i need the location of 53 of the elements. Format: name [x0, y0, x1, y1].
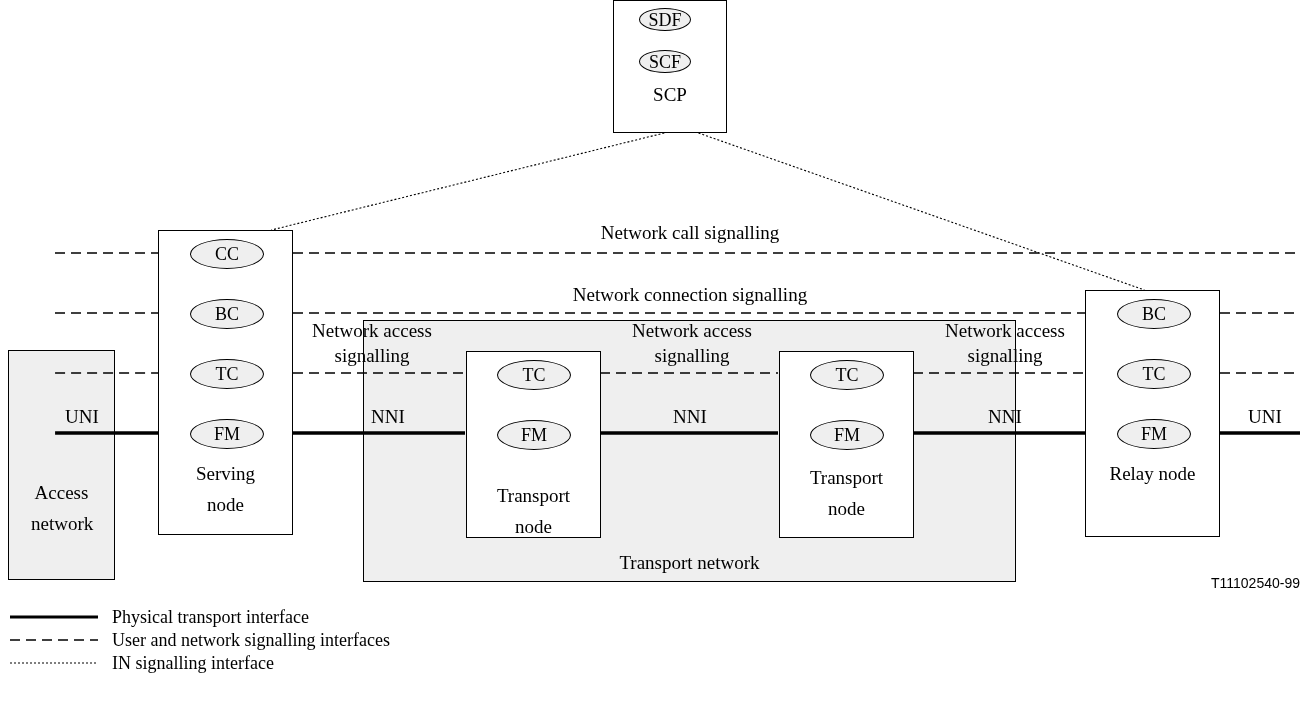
node-label: Transport node — [808, 466, 885, 521]
function-ellipse — [639, 8, 691, 31]
node-label: Transport node — [495, 484, 572, 539]
edge-label: Network access signalling — [631, 319, 753, 368]
function-label: TC — [522, 365, 546, 385]
node-label: SCP — [652, 83, 688, 107]
signalling-line — [54, 312, 159, 314]
signalling-line — [54, 372, 159, 374]
edge-label: Network call signalling — [599, 221, 781, 245]
signalling-line — [599, 372, 779, 374]
function-label: TC — [215, 364, 239, 384]
function-label: FM — [1141, 424, 1167, 444]
function-label: BC — [215, 304, 239, 324]
legend-text: Physical transport interface — [112, 606, 309, 628]
edge-label: Network connection signalling — [571, 283, 809, 307]
function-label: SDF — [648, 9, 682, 30]
function-label: TC — [835, 365, 859, 385]
node-label: Transport network — [618, 551, 761, 575]
function-label: FM — [521, 425, 547, 445]
node-box — [466, 351, 601, 538]
function-label: CC — [215, 244, 239, 264]
node-box — [1085, 290, 1220, 537]
function-label: FM — [214, 424, 240, 444]
transport-line — [913, 431, 1085, 435]
signalling-line — [54, 252, 159, 254]
transport-line — [600, 431, 778, 435]
node-box — [779, 351, 914, 538]
node-box — [158, 230, 293, 535]
node-label: Access network — [30, 481, 95, 536]
signalling-line — [912, 372, 1086, 374]
figure-code: T11102540-99 — [1211, 575, 1300, 591]
edge-label: UNI — [64, 405, 100, 429]
function-label: FM — [834, 425, 860, 445]
legend-text: User and network signalling interfaces — [112, 629, 390, 651]
transport-line — [1220, 431, 1300, 435]
transport-line — [293, 431, 465, 435]
function-label: BC — [1142, 304, 1166, 324]
edge-label: NNI — [370, 405, 406, 429]
signalling-line — [292, 372, 466, 374]
function-label: TC — [1142, 364, 1166, 384]
node-label: Relay node — [1108, 462, 1197, 486]
transport-line — [55, 431, 158, 435]
edge-label: UNI — [1247, 405, 1283, 429]
network-box — [8, 350, 115, 580]
edge-label: NNI — [672, 405, 708, 429]
signalling-line — [292, 312, 1086, 314]
node-box — [613, 0, 727, 133]
function-ellipse — [639, 50, 691, 73]
signalling-line — [697, 132, 1145, 291]
node-label: Serving node — [194, 462, 257, 517]
legend-text: IN signalling interface — [112, 652, 274, 674]
signalling-line — [270, 132, 665, 231]
function-label: SCF — [649, 51, 681, 72]
